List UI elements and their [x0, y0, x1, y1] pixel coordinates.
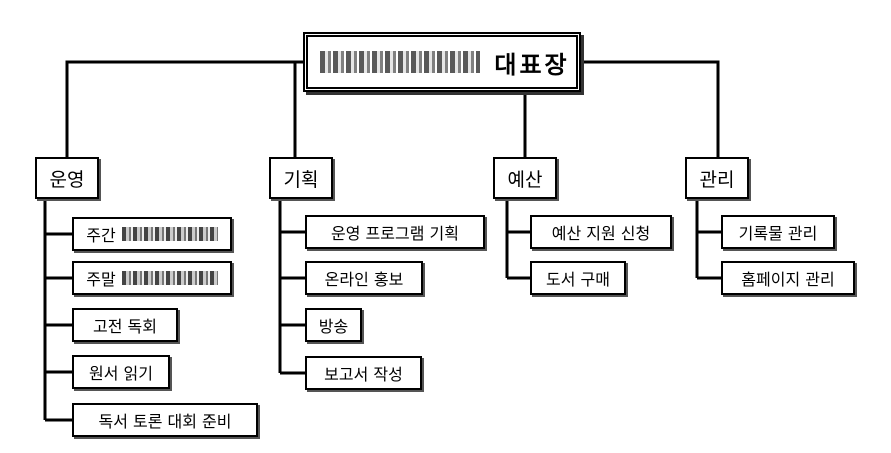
task-label: 운영 프로그램 기획	[331, 224, 459, 243]
task-node: 독서 토론 대회 준비	[72, 403, 258, 437]
task-node: 원서 읽기	[72, 355, 170, 389]
dept-label: 기획	[283, 168, 319, 191]
task-node: 홈페이지 관리	[721, 261, 855, 295]
dept-node-management: 관리	[685, 157, 749, 199]
task-node: 주간	[72, 217, 232, 251]
root-label: 대표장	[494, 50, 570, 79]
task-label: 도서 구매	[546, 270, 610, 289]
task-node: 기록물 관리	[721, 215, 835, 249]
task-node: 주말	[72, 261, 232, 295]
task-node: 운영 프로그램 기획	[305, 215, 485, 249]
dept-node-budget: 예산	[493, 157, 557, 199]
task-label-prefix: 주간	[86, 226, 116, 245]
task-node: 고전 독회	[72, 308, 178, 342]
task-label: 기록물 관리	[738, 224, 818, 243]
task-node: 보고서 작성	[305, 356, 422, 390]
root-obscured-name	[320, 51, 481, 73]
root-connector	[65, 60, 305, 158]
task-label-prefix: 주말	[86, 270, 116, 289]
dept-node-operations: 운영	[35, 157, 99, 199]
task-label: 홈페이지 관리	[741, 270, 835, 289]
task-label: 고전 독회	[93, 317, 157, 336]
task-node: 온라인 홍보	[305, 261, 423, 295]
obscured-text	[121, 227, 218, 241]
task-node: 도서 구매	[530, 261, 626, 295]
dept-node-planning: 기획	[269, 157, 333, 199]
task-node: 예산 지원 신청	[530, 215, 672, 249]
task-label: 방송	[318, 317, 349, 336]
obscured-text	[121, 271, 218, 285]
task-label: 보고서 작성	[324, 365, 403, 384]
root-node: 대표장	[303, 32, 581, 92]
dept-label: 운영	[49, 168, 85, 191]
task-label: 원서 읽기	[89, 364, 153, 383]
root-connector	[580, 60, 720, 158]
task-label: 예산 지원 신청	[551, 224, 651, 243]
dept-label: 관리	[699, 168, 735, 191]
task-label: 온라인 홍보	[324, 270, 404, 289]
task-label: 독서 토론 대회 준비	[98, 412, 232, 431]
task-node: 방송	[305, 308, 362, 342]
dept-label: 예산	[507, 168, 543, 191]
